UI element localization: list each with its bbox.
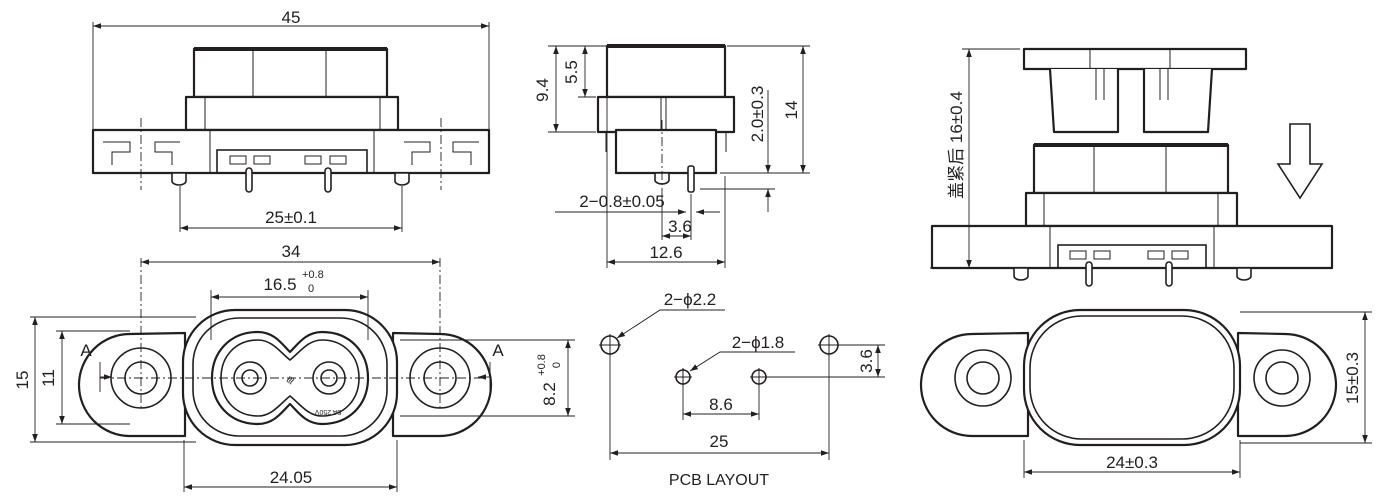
dim-assembly-height: 盖紧后 16±0.4 (947, 91, 966, 199)
dim-side-pin-proj: 2.0±0.3 (748, 86, 767, 143)
dim-side-total: 14 (782, 101, 801, 120)
dim-body-tol-minus: 0 (551, 362, 563, 368)
pcb-pin-spacing: 8.6 (709, 395, 733, 414)
dim-body-tol-plus: +0.8 (536, 354, 548, 376)
dim-slot-tol-plus: +0.8 (302, 269, 324, 281)
pcb-hole-spacing: 25 (710, 432, 729, 451)
section-mark-a-left: A (80, 341, 92, 360)
dim-cover-height: 15±0.3 (1343, 352, 1362, 404)
dim-body-width: 24.05 (270, 468, 313, 487)
pcb-small-hole-label: 2−ϕ1.8 (732, 333, 785, 352)
dim-side-pin-diam: 2−0.8±0.05 (579, 192, 664, 211)
side-view: 5.5 9.4 14 2.0±0.3 2−0.8±0.05 3.6 12.6 (533, 44, 810, 268)
front-view: 45 25±0.1 (91, 8, 491, 232)
dim-front-width: 45 (282, 8, 301, 27)
section-mark-a-right: A (492, 341, 504, 360)
pcb-row-offset: 3.6 (857, 349, 876, 373)
dim-side-upper: 9.4 (533, 78, 552, 102)
bottom-view: 5A 250V ≋ A A 34 16.5 +0.8 0 15 11 (13, 242, 575, 492)
dim-body-base: 8.2 (540, 382, 559, 406)
dim-bottom-width: 34 (282, 242, 301, 261)
rating-text: 5A 250V (314, 408, 341, 415)
assembly-arrow-icon (1276, 123, 1324, 200)
dim-bottom-height-inner: 11 (39, 369, 58, 387)
pcb-large-hole-label: 2−ϕ2.2 (664, 290, 717, 309)
assembly-view: 盖紧后 16±0.4 (930, 47, 1334, 287)
pcb-layout-title: PCB LAYOUT (669, 472, 769, 489)
dim-side-pin-offset: 3.6 (668, 217, 692, 236)
dim-side-top: 5.5 (562, 60, 581, 84)
dim-front-pin-spacing: 25±0.1 (265, 208, 317, 227)
dim-slot-base: 16.5 (263, 275, 296, 294)
dim-slot-tol-minus: 0 (308, 283, 314, 295)
pcb-layout: 2−ϕ2.2 2−ϕ1.8 3.6 8.6 25 PCB LAYOUT (599, 290, 885, 489)
dim-bottom-height-outer: 15 (13, 371, 32, 390)
dim-side-depth: 12.6 (649, 243, 682, 262)
dim-cover-width: 24±0.3 (1106, 453, 1158, 472)
cover-view: 15±0.3 24±0.3 (919, 308, 1372, 478)
